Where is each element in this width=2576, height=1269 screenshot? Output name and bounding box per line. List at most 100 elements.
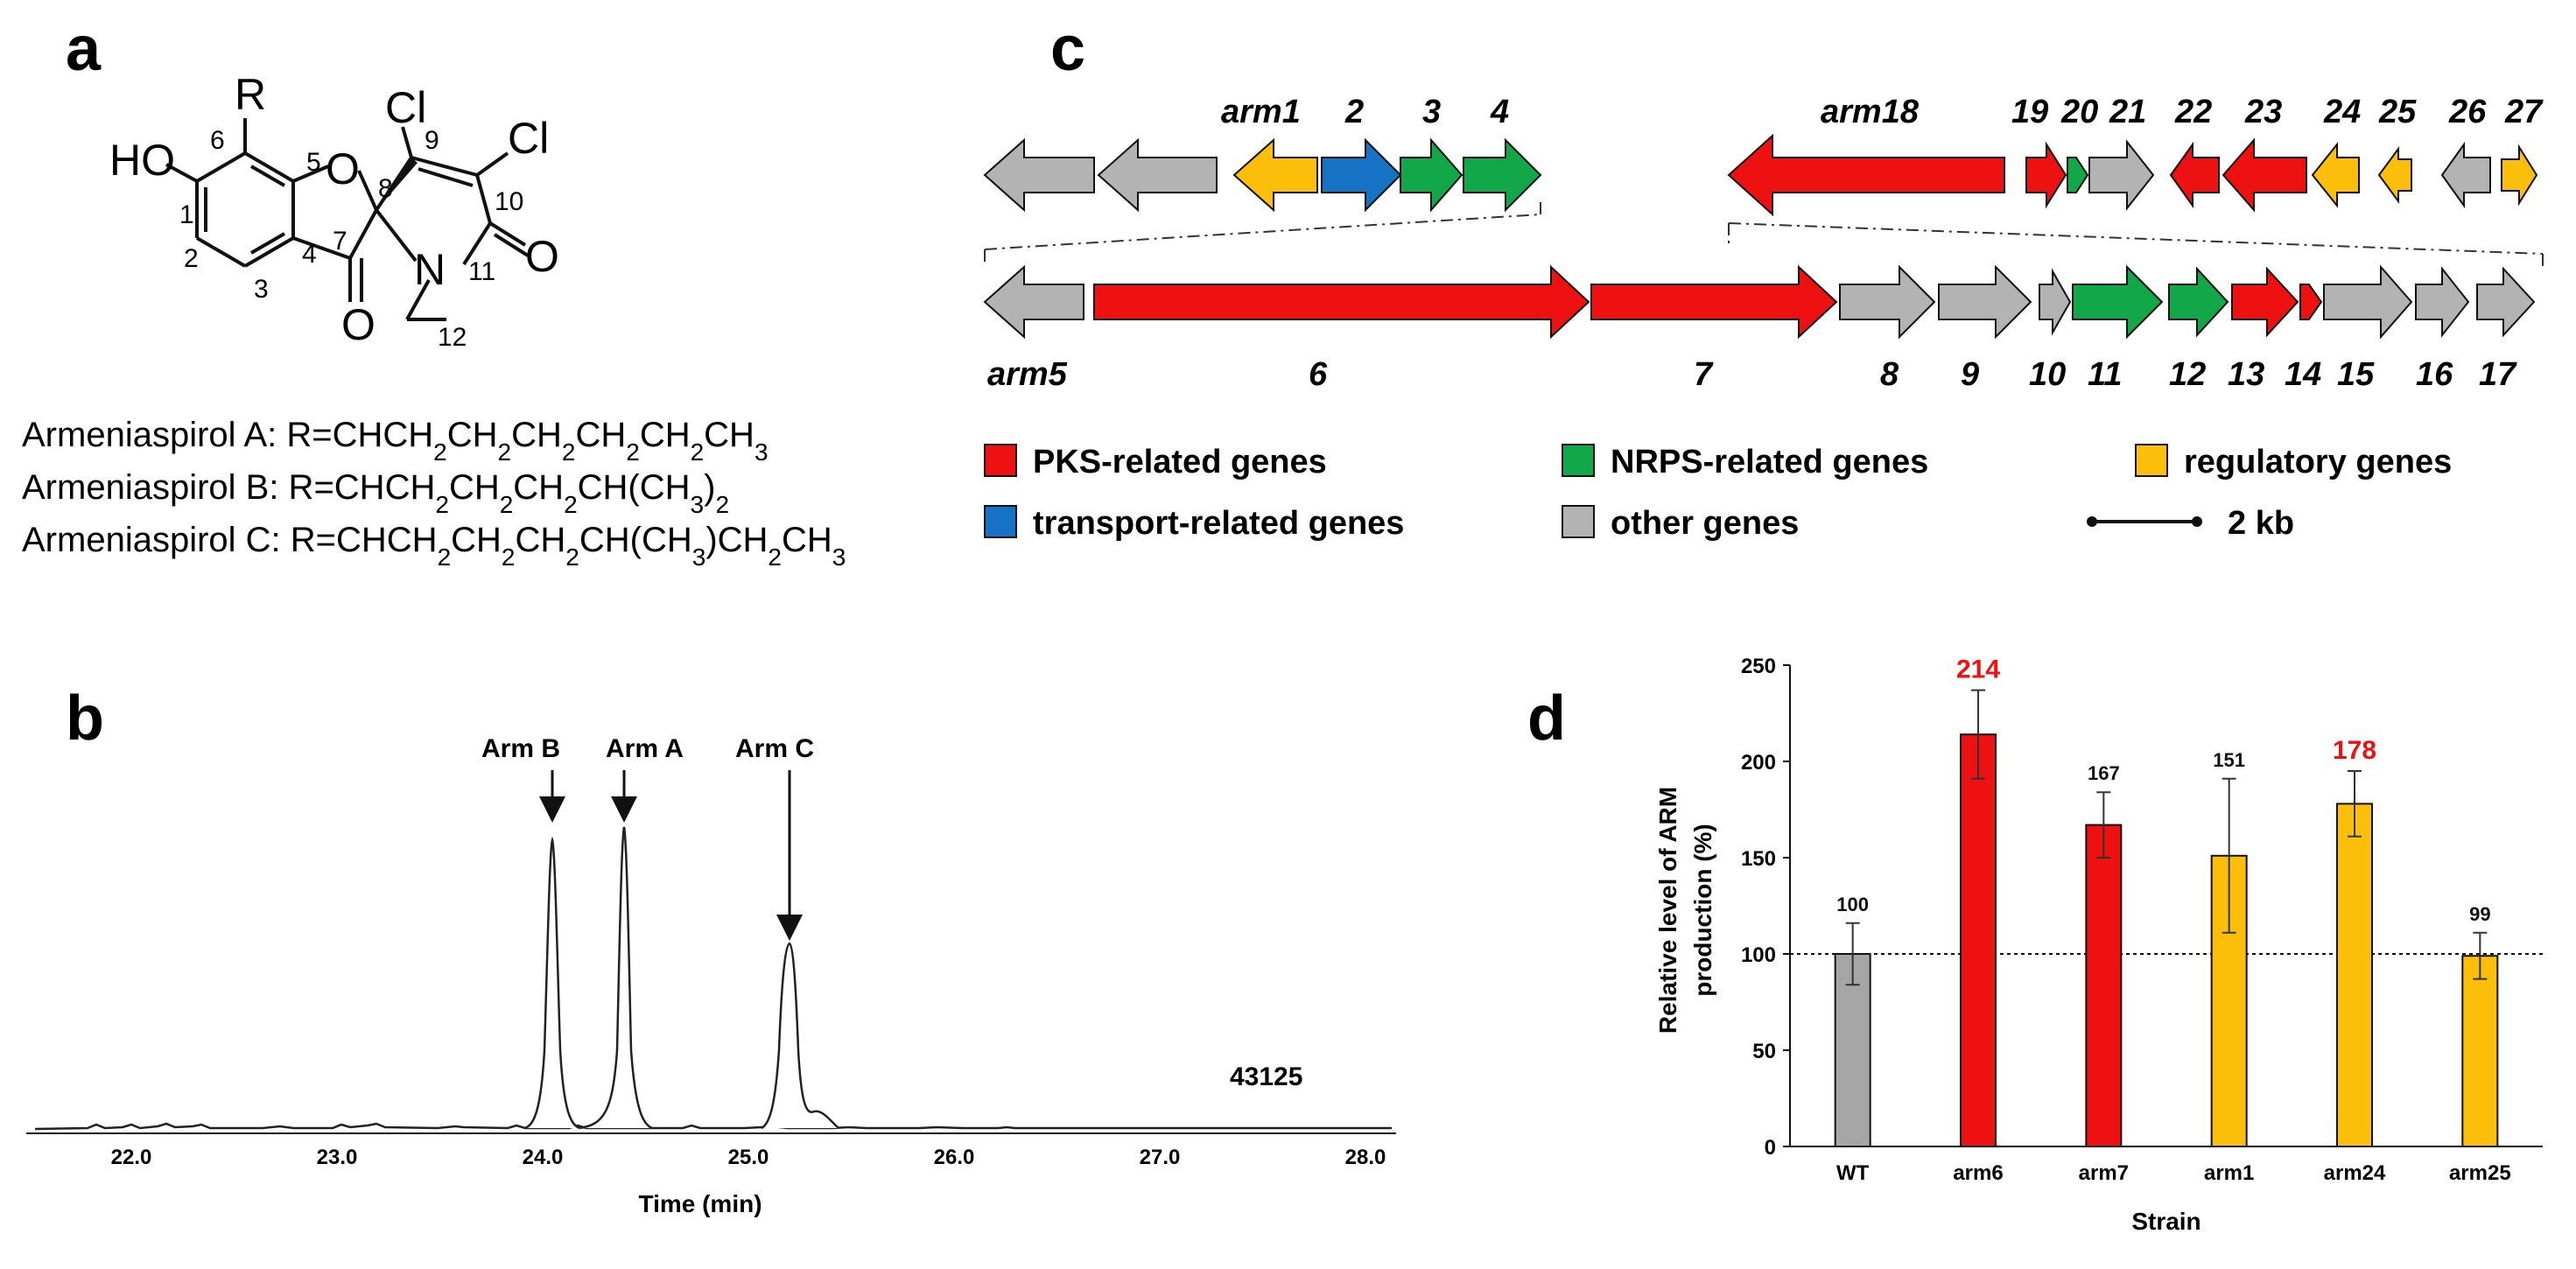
gene-arrow-arm2 <box>1321 137 1402 213</box>
sample-label: 43125 <box>1230 1062 1302 1091</box>
gene-label-26: 26 <box>2448 94 2487 130</box>
scale-bar-end-right <box>2192 516 2202 527</box>
gene-cluster-bottom <box>983 264 2536 340</box>
peak-label-arm-b: Arm B <box>481 734 560 763</box>
error-bar-WT <box>1845 922 1860 986</box>
compound-c: Armeniaspirol C: R=CHCH2CH2CH2CH(CH3)CH2… <box>22 521 846 571</box>
atom-number-6: 6 <box>210 126 225 155</box>
gene-label-arm18: arm18 <box>1821 94 1920 130</box>
x-tick-label-arm7: arm7 <box>2079 1161 2129 1185</box>
gene-label-17: 17 <box>2479 356 2517 393</box>
gene-arrow-arm5 <box>983 264 1084 340</box>
gene-arrow-arm17 <box>2476 266 2536 338</box>
legend-swatch-transport <box>984 505 1017 538</box>
gene-arrow-arm14 <box>2299 284 2323 320</box>
peak-arm-b <box>524 836 580 1130</box>
legend-label-nrps: NRPS-related genes <box>1611 444 1928 480</box>
gene-cluster-top <box>983 133 2538 217</box>
peak-arm-a <box>579 826 653 1130</box>
gene-arrow-arm8 <box>1839 264 1936 340</box>
x-ticks: 22.0 23.0 24.0 25.0 26.0 27.0 28.0 <box>111 1146 1386 1169</box>
error-bar-arm6 <box>1971 689 1985 780</box>
gene-label-2: 2 <box>1344 94 1364 130</box>
atom-number-10: 10 <box>495 187 523 216</box>
gene-label-23: 23 <box>2244 94 2282 130</box>
bar-WT <box>1834 953 1871 1147</box>
error-bar-arm1 <box>2222 777 2236 934</box>
gene-arrow-arm26 <box>2440 141 2491 209</box>
gene-arrow-arm21 <box>2088 139 2155 211</box>
atom-o-ring: O <box>326 144 360 193</box>
gene-arrow-arm18 <box>1727 133 2005 217</box>
gene-label-22: 22 <box>2174 94 2212 130</box>
y-tick-label: 0 <box>1765 1136 1776 1160</box>
gene-arrow-other <box>983 137 1095 213</box>
gene-label-14: 14 <box>2285 356 2321 393</box>
gene-arrow-arm15 <box>2323 264 2413 340</box>
zoom-guides <box>984 197 2544 271</box>
y-axis-title-line1: Relative level of ARM <box>1654 787 1681 1034</box>
gene-legend: PKS-related genes NRPS-related genes reg… <box>984 444 2452 542</box>
gene-arrow-arm11 <box>2072 264 2164 340</box>
x-tick-label-arm1: arm1 <box>2204 1161 2254 1185</box>
gene-label-21: 21 <box>2109 94 2146 130</box>
x-tick: 26.0 <box>934 1146 975 1169</box>
gene-label-13: 13 <box>2228 356 2264 393</box>
error-bar-arm25 <box>2473 931 2488 980</box>
gene-label-24: 24 <box>2323 94 2361 130</box>
gene-arrow-arm13 <box>2231 266 2299 338</box>
gene-label-10: 10 <box>2029 356 2066 393</box>
atom-number-2: 2 <box>184 244 199 273</box>
y-tick-label: 100 <box>1741 943 1776 967</box>
gene-arrow-other <box>1097 137 1218 213</box>
gene-arrow-arm7 <box>1590 264 1838 340</box>
panel-letter-d: d <box>1527 684 1566 754</box>
atom-number-11: 11 <box>468 257 495 286</box>
legend-swatch-regulatory <box>2135 444 2168 477</box>
atom-cl-top: Cl <box>385 83 426 132</box>
gene-arrow-arm25 <box>2377 145 2412 205</box>
atom-ho: HO <box>109 136 175 185</box>
data-label-arm25: 99 <box>2469 903 2490 925</box>
gene-arrow-arm24 <box>2311 142 2360 208</box>
y-tick-label: 250 <box>1741 655 1776 678</box>
atom-number-1: 1 <box>179 200 194 229</box>
legend-label-transport: transport-related genes <box>1033 505 1404 542</box>
atom-o-lactam: O <box>525 232 559 281</box>
gene-arrow-arm12 <box>2168 266 2229 338</box>
gene-label-25: 25 <box>2378 94 2417 130</box>
atom-number-7: 7 <box>333 227 347 256</box>
data-label-arm7: 167 <box>2088 762 2120 784</box>
gene-arrow-arm3 <box>1400 137 1463 213</box>
gene-arrow-arm10 <box>2039 268 2072 336</box>
panel-letter-c: c <box>1050 14 1085 84</box>
scale-bar-end-left <box>2087 516 2097 527</box>
gene-arrow-arm19 <box>2025 141 2067 209</box>
legend-swatch-pks <box>984 444 1017 477</box>
gene-arrow-arm27 <box>2501 144 2538 207</box>
atom-n: N <box>414 245 446 294</box>
data-label-arm6: 214 <box>1956 656 2000 684</box>
peak-arm-c <box>761 942 839 1130</box>
atom-number-4: 4 <box>302 240 317 269</box>
gene-label-7: 7 <box>1694 356 1714 393</box>
x-tick-label-arm6: arm6 <box>1953 1161 2003 1185</box>
gene-label-20: 20 <box>2060 94 2098 130</box>
error-bar-arm24 <box>2348 770 2362 838</box>
x-tick-label-WT: WT <box>1836 1161 1870 1185</box>
atom-cl-right: Cl <box>508 114 549 163</box>
y-tick-label: 200 <box>1741 751 1776 775</box>
peak-label-arm-a: Arm A <box>606 734 684 763</box>
legend-label-other: other genes <box>1611 505 1799 542</box>
y-tick-label: 150 <box>1741 847 1776 871</box>
atom-number-9: 9 <box>425 126 439 155</box>
gene-label-9: 9 <box>1961 356 1979 393</box>
gene-arrow-arm6 <box>1093 264 1590 340</box>
scale-bar-label: 2 kb <box>2228 505 2294 542</box>
gene-label-arm5: arm5 <box>987 356 1068 393</box>
legend-label-pks: PKS-related genes <box>1033 444 1327 480</box>
x-tick-label-arm24: arm24 <box>2324 1161 2386 1185</box>
chromatogram: Arm B Arm A Arm C 43125 22.0 23.0 24.0 2… <box>26 734 1396 1217</box>
